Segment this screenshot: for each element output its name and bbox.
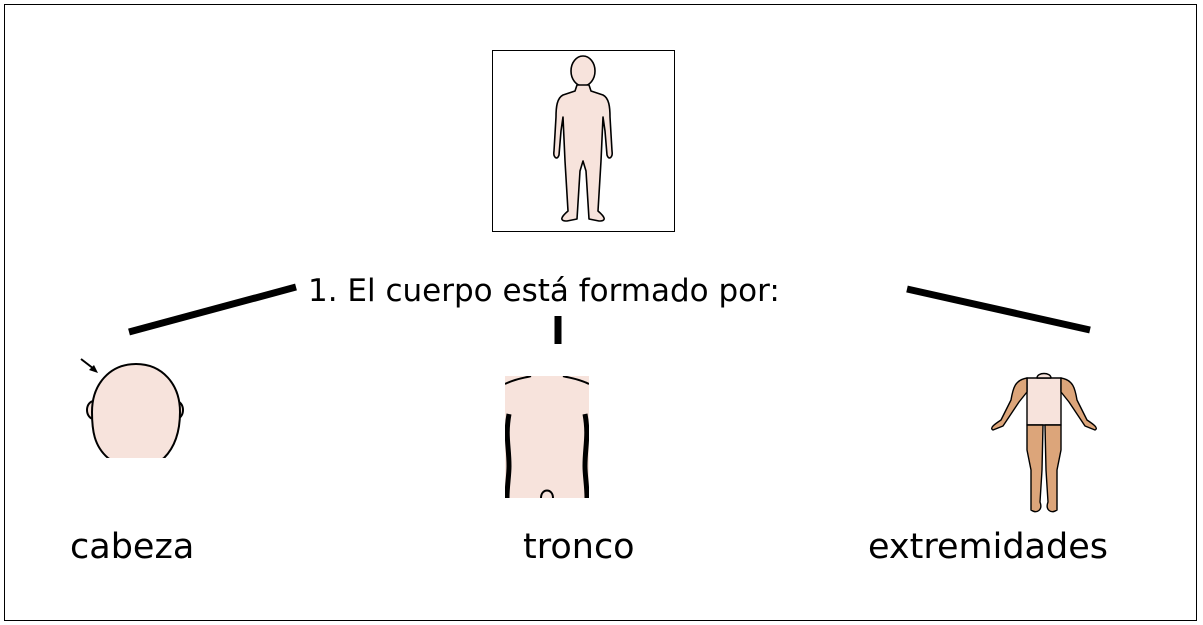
limbs-icon <box>991 372 1097 513</box>
torso-icon <box>505 376 589 498</box>
connector-line-left <box>128 283 297 336</box>
label-cabeza: cabeza <box>70 527 195 567</box>
human-body-icon <box>553 55 613 222</box>
human-body-picture <box>492 50 675 232</box>
head-picture <box>78 354 190 474</box>
head-icon <box>80 358 184 474</box>
torso-picture <box>505 376 589 498</box>
label-extremidades: extremidades <box>868 527 1108 567</box>
label-tronco: tronco <box>523 527 635 567</box>
limbs-picture <box>985 370 1105 520</box>
page-title: 1. El cuerpo está formado por: <box>306 266 782 316</box>
connector-line-right <box>906 285 1091 334</box>
